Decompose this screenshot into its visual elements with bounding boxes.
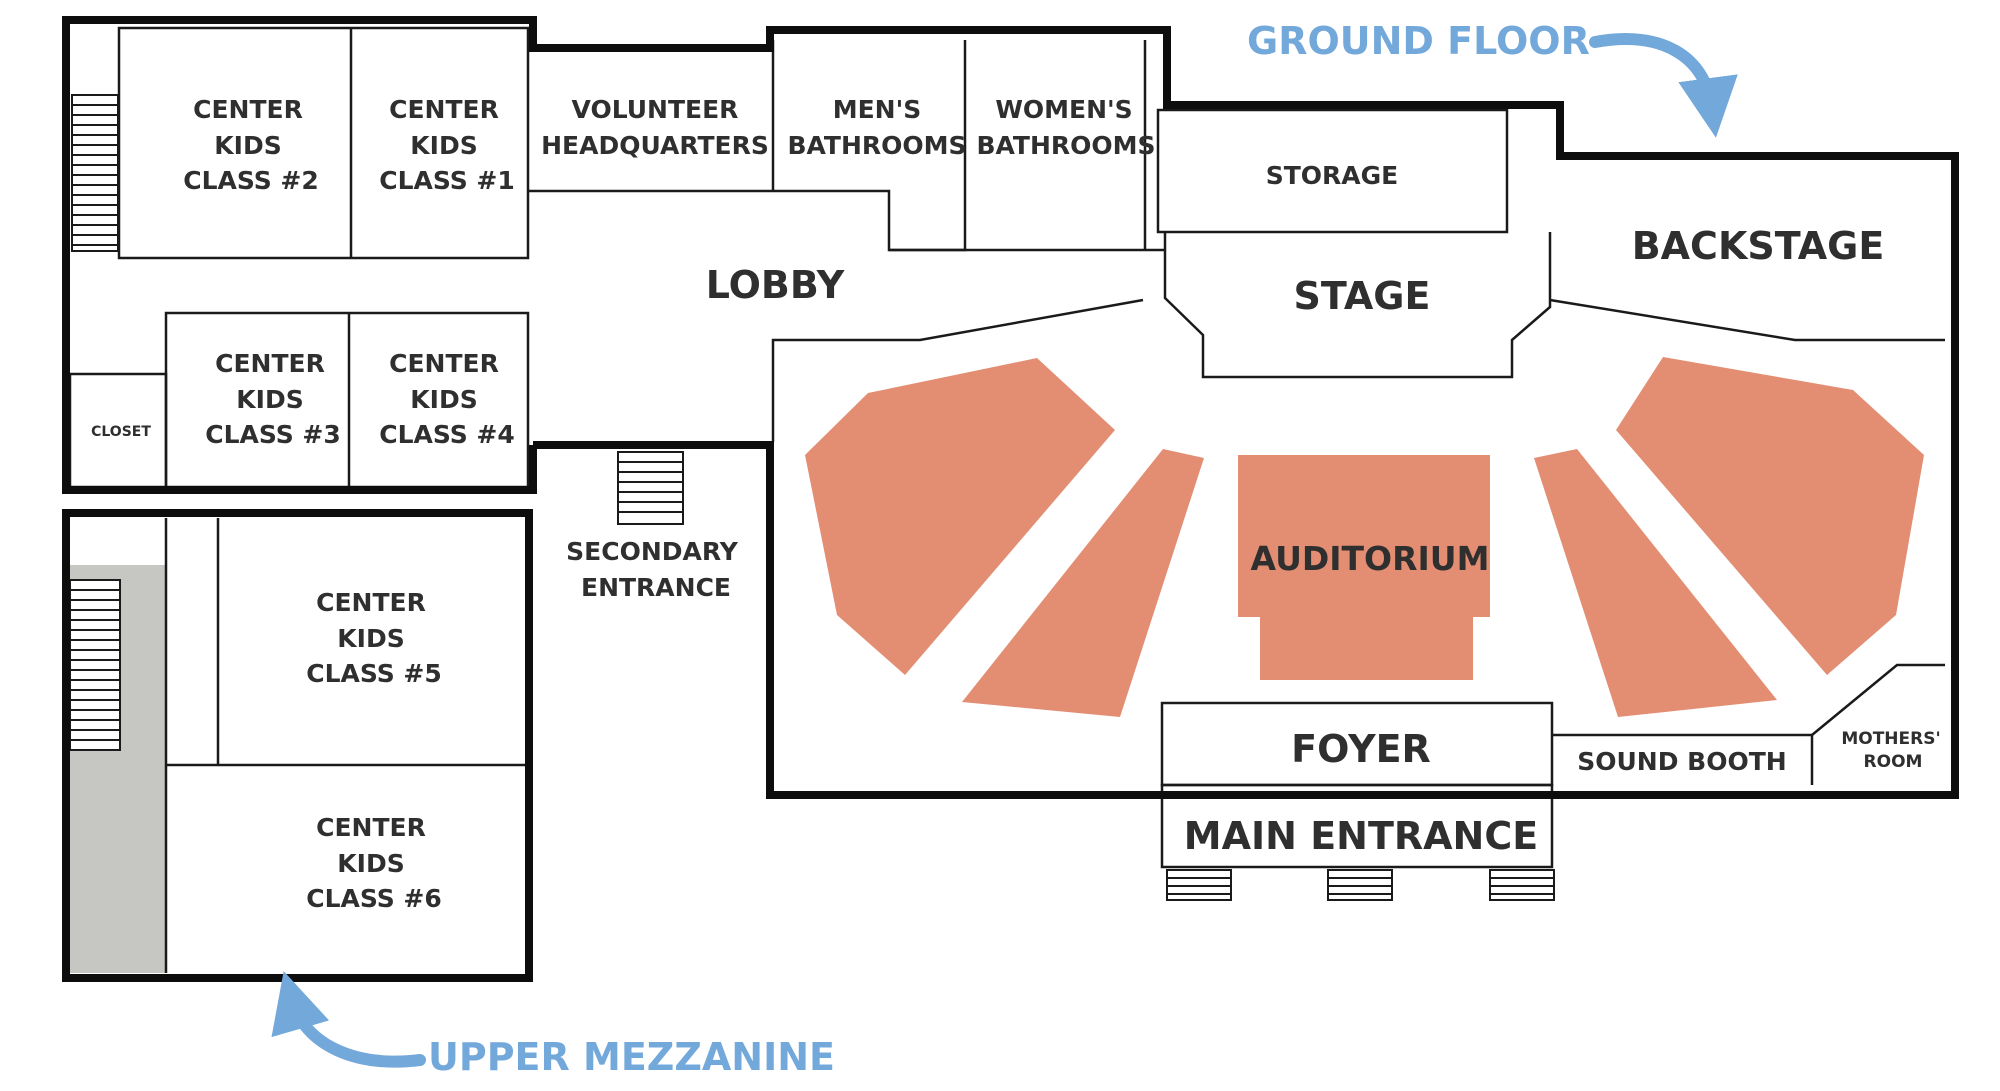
area-lobby: LOBBY [706,263,845,307]
room-mothers-room: MOTHERS' ROOM [1841,729,1940,772]
room-label-line: HEADQUARTERS [541,131,769,160]
area-stage: STAGE [1294,274,1431,318]
room-mens-bathrooms: MEN'S BATHROOMS [787,95,966,160]
area-foyer: FOYER [1291,727,1431,771]
room-label-line: MOTHERS' [1841,729,1940,749]
auditorium-seating [805,357,1924,717]
room-label-line: CLASS #6 [306,884,442,913]
stairs-icon [69,579,121,751]
room-class-1: CENTER KIDS CLASS #1 [379,95,515,195]
secondary-entrance: SECONDARY ENTRANCE [566,537,739,602]
room-class-3: CENTER KIDS CLASS #3 [205,349,341,449]
ground-floor-label: GROUND FLOOR [1247,19,1590,63]
stairs-icon [71,94,119,252]
room-label-line: CENTER [193,95,303,124]
room-label-line: CENTER [215,349,325,378]
room-label-line: KIDS [337,624,404,653]
room-label-line: CLASS #4 [379,420,515,449]
seating-section-right [1616,357,1924,675]
room-sound-booth: SOUND BOOTH [1577,747,1786,776]
room-label-line: MEN'S [833,95,922,124]
room-label-line: CENTER [389,349,499,378]
room-volunteer-headquarters: VOLUNTEER HEADQUARTERS [541,95,769,160]
seating-section-right-center [1534,449,1777,717]
entrance-walls [1160,701,1554,869]
room-label-line: WOMEN'S [995,95,1132,124]
area-auditorium: AUDITORIUM [1251,539,1490,578]
room-label-line: CENTER [316,813,426,842]
room-class-6: CENTER KIDS CLASS #6 [306,813,442,913]
ground-floor-outer-wall [62,16,1959,799]
room-label-line: CENTER [389,95,499,124]
seating-section-left [805,358,1115,675]
room-label-line: KIDS [410,131,477,160]
ground-floor-interior-walls [68,26,1945,785]
room-label-line: CLASS #1 [379,166,515,195]
seating-section-left-center [962,449,1204,717]
room-label-line: ROOM [1864,752,1923,772]
room-womens-bathrooms: WOMEN'S BATHROOMS [976,95,1155,160]
room-label-line: KIDS [337,849,404,878]
room-label-line: CLASS #2 [183,166,319,195]
area-backstage: BACKSTAGE [1632,224,1885,268]
room-label-line: SECONDARY [566,537,739,566]
room-storage: STORAGE [1266,161,1399,190]
room-label-line: BATHROOMS [976,131,1155,160]
curved-arrow-icon [271,971,426,1068]
room-label-line: KIDS [214,131,281,160]
room-label-line: BATHROOMS [787,131,966,160]
room-class-5: CENTER KIDS CLASS #5 [306,588,442,688]
room-label-line: ENTRANCE [581,573,731,602]
stairs-icon [1166,869,1555,901]
room-label-line: CENTER [316,588,426,617]
room-label-line: CLASS #5 [306,659,442,688]
seating-section-center [1238,455,1490,680]
stairs-icon [617,451,684,525]
room-class-2: CENTER KIDS CLASS #2 [183,95,319,195]
room-closet: CLOSET [91,424,151,440]
room-label-line: CLASS #3 [205,420,341,449]
upper-mezzanine-label: UPPER MEZZANINE [428,1035,835,1079]
main-entrance: MAIN ENTRANCE [1184,814,1538,858]
room-label-line: KIDS [236,385,303,414]
room-label-line: KIDS [410,385,477,414]
room-label-line: VOLUNTEER [572,95,739,124]
room-class-4: CENTER KIDS CLASS #4 [379,349,515,449]
curved-arrow-icon [1589,33,1738,138]
upper-mezzanine [70,518,528,973]
